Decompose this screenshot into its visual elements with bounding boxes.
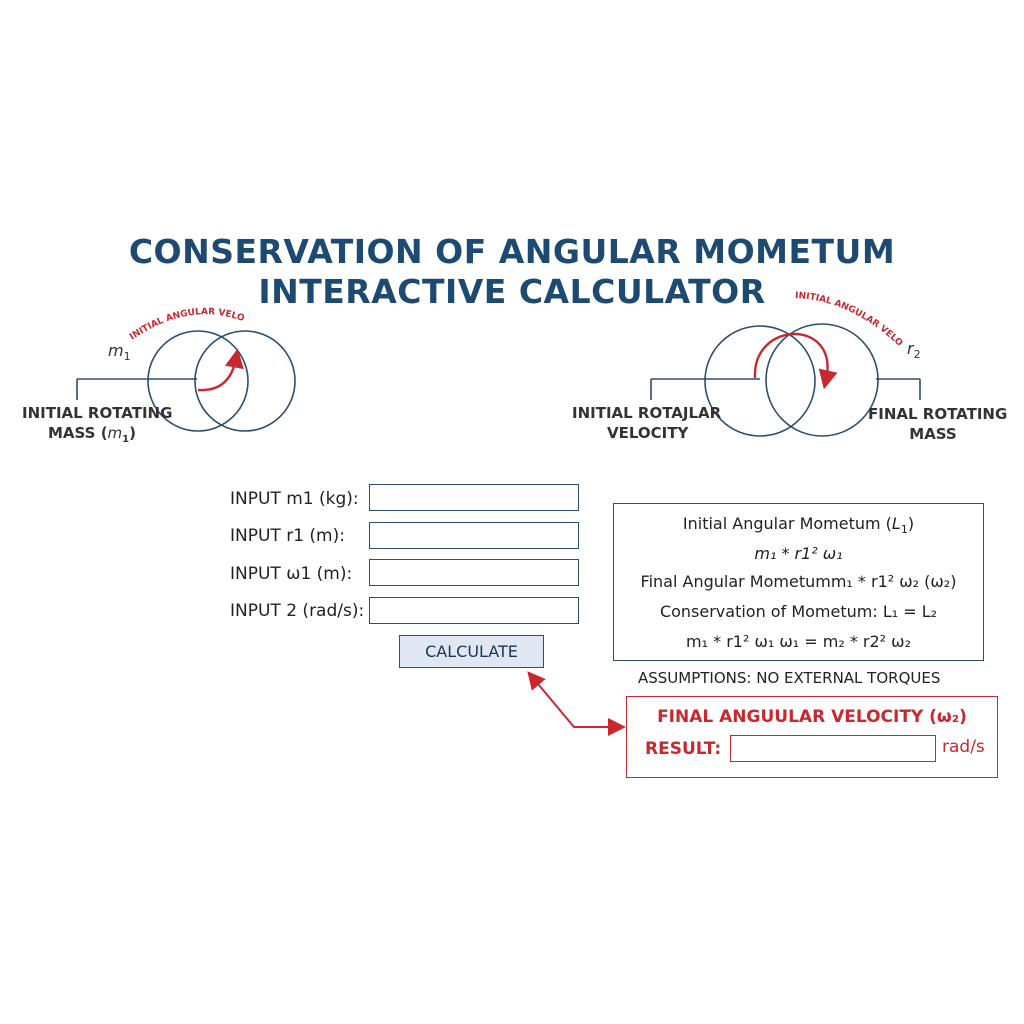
page-title-line-2: INTERACTIVE CALCULATOR [258,272,766,311]
initial-momentum-expression: m₁ * r1² ω₁ [754,544,843,563]
right-circle-a [704,325,816,437]
formula-panel: Initial Angular Mometum (L1) m₁ * r1² ω₁… [613,503,984,661]
conservation-equation: m₁ * r1² ω₁ ω₁ = m₂ * r2² ω₂ [686,632,911,651]
omega1-input[interactable] [369,559,579,586]
r1-label: INPUT r1 (m): [230,526,345,546]
omega1-label: INPUT ω1 (m): [230,564,353,584]
m1-label: INPUT m1 (kg): [230,489,359,509]
result-label: RESULT: [645,739,722,759]
left-circle-b [194,330,296,432]
calculate-button[interactable]: CALCULATE [399,635,544,668]
right-diagram-label-right: FINAL ROTATING MASS [868,405,1008,443]
input2-field[interactable] [369,597,579,624]
left-rotation-arrow [197,348,244,392]
assumptions-text: ASSUMPTIONS: NO EXTERNAL TORQUES [638,669,941,687]
page-title-line-1: CONSERVATION OF ANGULAR MOMETUM [128,232,896,271]
right-rotation-arrow [753,332,838,390]
input2-label: INPUT 2 (rad/s): [230,601,365,621]
left-diagram-label: INITIAL ROTATING MASS (m1) [22,404,173,445]
m1-input[interactable] [369,484,579,511]
result-title: FINAL ANGUULAR VELOCITY (ω₂) [657,707,967,727]
right-circle-b [765,323,879,437]
initial-momentum-title: Initial Angular Mometum (L1) [682,514,915,537]
result-panel: FINAL ANGUULAR VELOCITY (ω₂) RESULT: rad… [626,696,998,778]
left-mass-symbol: m1 [108,341,131,364]
result-unit: rad/s [942,737,985,757]
right-radius-symbol: r2 [907,339,921,362]
result-field[interactable] [730,735,936,762]
conservation-line: Conservation of Mometum: L₁ = L₂ [659,602,938,621]
right-diagram-label-left: INITIAL ROTAJLAR VELOCITY [572,404,722,442]
r1-input[interactable] [369,522,579,549]
left-circle-a [147,330,249,432]
final-momentum-line: Final Angular Mometumm₁ * r1² ω₂ (ω₂) [640,572,957,591]
